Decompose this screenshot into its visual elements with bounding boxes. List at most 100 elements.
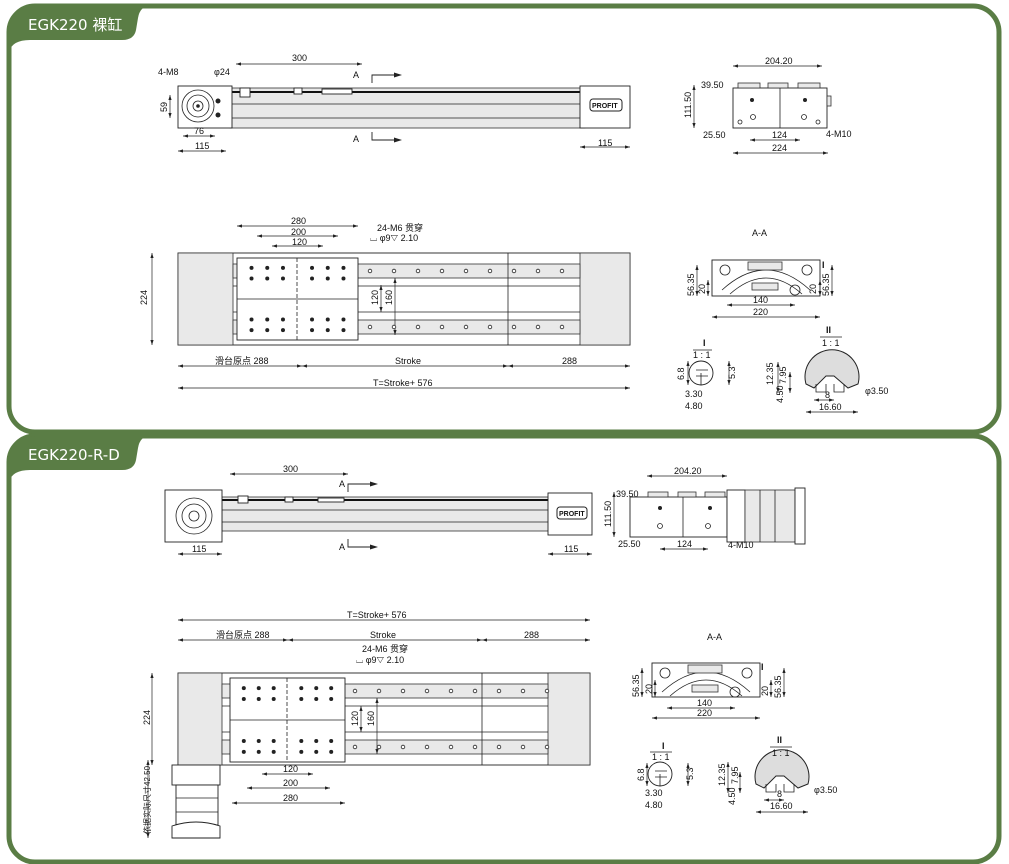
dimension-arrow: [653, 680, 657, 697]
p1-top-dim-v120: 120: [370, 290, 380, 305]
dimension-arrow: [580, 145, 630, 149]
rail-bolt: [544, 688, 550, 694]
p2-detail2-dim-16-60: 16.60: [770, 801, 793, 811]
dimension-arrow: [178, 552, 222, 556]
mounting-hole: [256, 686, 261, 691]
mounting-hole: [329, 697, 334, 701]
p1-end-dim-111-50: 111.50: [683, 92, 693, 118]
p1-detail2-dim-4-50: 4.50: [775, 385, 785, 403]
panel-egk220-r-d-frame: [6, 433, 1002, 864]
rail-bolt: [424, 744, 430, 750]
p2-top-dim-120: 120: [283, 764, 298, 774]
dimension-arrow: [706, 280, 710, 296]
mounting-hole: [249, 276, 254, 281]
section-arrow: [371, 74, 398, 83]
p2-section-label: A-A: [707, 632, 722, 642]
p1-sec-dim-20-left: 20: [697, 284, 707, 294]
p2-top-origin-288: 滑台原点 288: [216, 629, 270, 640]
p1-top-dim-v160: 160: [384, 290, 394, 305]
p1-dim-76: 76: [194, 126, 204, 136]
rail-bolt: [352, 744, 358, 750]
mounting-hole: [280, 265, 285, 270]
mounting-hole: [241, 749, 246, 754]
p2-sec-dim-20-right: 20: [760, 686, 770, 696]
mounting-hole: [310, 328, 315, 333]
mounting-hole: [241, 697, 246, 701]
mounting-hole: [249, 317, 254, 322]
section-arrowhead: [394, 137, 402, 143]
p2-top-dim-v120: 120: [350, 711, 360, 726]
p1-top-dim-120: 120: [292, 237, 307, 247]
p1-end-dim-224: 224: [772, 143, 787, 153]
p2-sec-dim-20-left: 20: [644, 684, 654, 694]
p1-end-dim-204-20: 204.20: [765, 56, 793, 66]
dimension-arrow: [645, 763, 649, 786]
dimension-arrow: [168, 95, 172, 118]
rail-bolt: [439, 268, 445, 274]
mounting-hole: [280, 276, 285, 281]
p2-end-dim-204-20: 204.20: [674, 466, 702, 476]
p1-sec-dim-220: 220: [753, 307, 768, 317]
mounting-hole: [265, 276, 270, 281]
rail-bolt: [496, 688, 502, 694]
mounting-hole: [314, 697, 319, 701]
mounting-hole: [256, 697, 261, 701]
rail-bolt: [487, 324, 493, 330]
mounting-hole: [299, 739, 304, 743]
p2-detail1-dim-3-30: 3.30: [645, 788, 663, 798]
p2-top-dim-288: 288: [524, 630, 539, 640]
mounting-hole: [299, 749, 304, 754]
mounting-hole: [314, 749, 319, 754]
mounting-hole: [310, 265, 315, 270]
rail-bolt: [472, 688, 478, 694]
p1-top-origin-288: 滑台原点 288: [215, 355, 269, 366]
dimension-arrow: [814, 398, 834, 402]
p2-top-label-24-m6: 24-M6 贯穿: [362, 643, 408, 654]
rail-bolt: [463, 324, 469, 330]
p2-end-dim-124: 124: [677, 539, 692, 549]
mounting-hole: [314, 739, 319, 743]
p1-dim-59: 59: [159, 102, 169, 112]
p2-top-label-counterbore: ⌴ φ9▽ 2.10: [356, 655, 404, 665]
p2-end-view: [629, 487, 806, 545]
p1-sec-dim-56-35-right: 56.35: [821, 273, 831, 296]
p2-end-dim-111-50: 111.50: [603, 501, 613, 527]
rail-bolt: [367, 324, 373, 330]
mounting-hole: [256, 739, 261, 743]
mounting-hole: [280, 328, 285, 333]
panel-egk220-frame: [6, 3, 1002, 435]
p2-carriage-holes: [241, 686, 334, 754]
p1-detail2-label: II: [826, 325, 831, 335]
rail-bolt: [448, 744, 454, 750]
rail-bolt: [559, 268, 565, 274]
rail-bolt: [520, 688, 526, 694]
dimension-arrow: [686, 361, 690, 385]
mounting-hole: [241, 686, 246, 691]
p2-section-mark-top: A: [339, 479, 345, 489]
p1-detail1-dim-6-8: 6.8: [676, 367, 686, 380]
p1-detail2-scale: 1 : 1: [822, 338, 840, 348]
mounting-hole: [329, 749, 334, 754]
p2-sec-dim-220: 220: [697, 708, 712, 718]
p1-section-mark-bottom: A: [353, 134, 359, 144]
mounting-hole: [329, 739, 334, 743]
rail-bolt: [535, 324, 541, 330]
mounting-hole: [325, 328, 330, 333]
p2-detail1-dim-6-8: 6.8: [636, 768, 646, 781]
p2-detail2-dim-12-35: 12.35: [717, 763, 727, 786]
p1-top-label-24-m6: 24-M6 贯穿: [377, 222, 423, 233]
p1-label-phi24: φ24: [214, 67, 230, 77]
section-arrow: [371, 132, 398, 141]
rail-bolt: [559, 324, 565, 330]
rail-bolt: [424, 688, 430, 694]
p1-end-dim-39-50: 39.50: [701, 80, 724, 90]
p1-top-dim-288: 288: [562, 356, 577, 366]
mounting-hole: [325, 265, 330, 270]
p1-dim-115-right: 115: [598, 138, 612, 148]
dimension-arrow: [692, 85, 696, 128]
mounting-hole: [325, 276, 330, 281]
mounting-hole: [265, 328, 270, 333]
section-arrowhead: [394, 72, 402, 78]
mounting-hole: [256, 749, 261, 754]
panel-title-egk220-r-d: EGK220-R-D: [28, 446, 120, 464]
